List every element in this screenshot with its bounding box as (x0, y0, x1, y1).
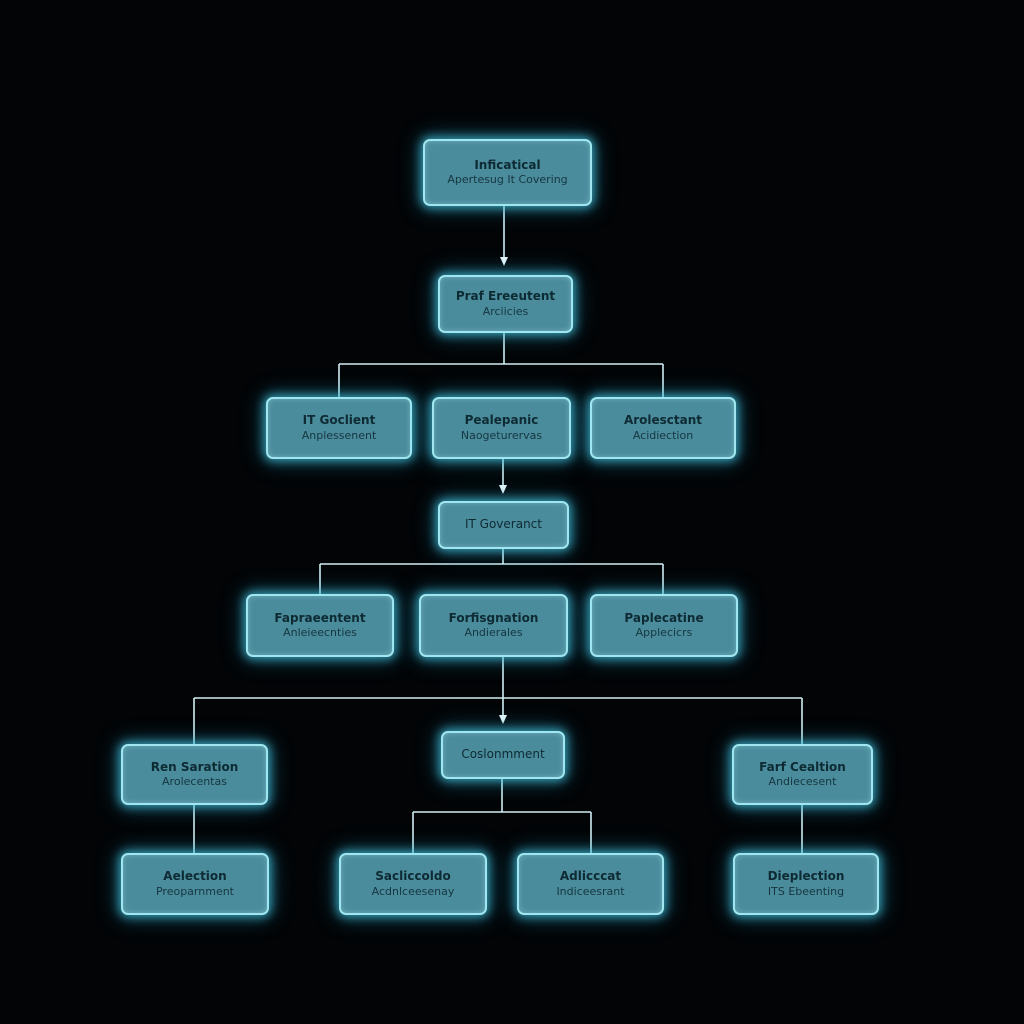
node-l7-2-subtitle: Acdnlceesenay (371, 884, 455, 898)
node-level2-title: Praf Ereeutent (455, 289, 556, 304)
node-l6-right[interactable]: Farf Cealtion Andiecesent (732, 744, 873, 805)
node-l5-mid-subtitle: Andierales (464, 626, 523, 640)
node-l6-left-title: Ren Saration (150, 759, 239, 774)
node-l7-4[interactable]: Dieplection ITS Ebeenting (733, 853, 879, 915)
node-l5-left[interactable]: Fapraeentent Anleieecnties (246, 594, 394, 657)
node-root-subtitle: Apertesug It Covering (447, 173, 568, 187)
node-l5-right-subtitle: Applecicrs (635, 626, 693, 640)
node-l6-left-subtitle: Arolecentas (162, 775, 227, 789)
node-root[interactable]: Inficatical Apertesug It Covering (423, 139, 592, 206)
node-l5-right[interactable]: Paplecatine Applecicrs (590, 594, 738, 657)
node-l7-3[interactable]: Adlicccat Indiceesrant (517, 853, 664, 915)
node-l7-3-subtitle: Indiceesrant (556, 884, 625, 898)
node-l6-left[interactable]: Ren Saration Arolecentas (121, 744, 268, 805)
node-l7-3-title: Adlicccat (559, 869, 622, 884)
node-l5-mid-title: Forfisgnation (448, 610, 539, 625)
node-level2-subtitle: Arciicies (482, 304, 529, 318)
node-l3-right-subtitle: Acidiection (632, 428, 694, 442)
node-level2[interactable]: Praf Ereeutent Arciicies (438, 275, 573, 333)
node-l6-right-subtitle: Andiecesent (768, 775, 837, 789)
node-l5-mid[interactable]: Forfisgnation Andierales (419, 594, 568, 657)
node-l5-left-title: Fapraeentent (274, 610, 366, 625)
node-l7-4-subtitle: ITS Ebeenting (767, 884, 845, 898)
node-root-title: Inficatical (474, 157, 541, 172)
node-l6-mid[interactable]: Coslonmment (441, 731, 565, 779)
node-l5-right-title: Paplecatine (624, 610, 704, 625)
node-l3-right[interactable]: Arolesctant Acidiection (590, 397, 736, 459)
node-l3-left-title: IT Goclient (302, 413, 376, 428)
node-l3-mid-title: Pealepanic (464, 413, 539, 428)
node-governance[interactable]: IT Goveranct (438, 501, 569, 549)
node-l6-right-title: Farf Cealtion (759, 759, 846, 774)
node-l7-4-title: Dieplection (767, 869, 845, 884)
node-l3-mid-subtitle: Naogeturervas (460, 428, 543, 442)
node-l7-2[interactable]: Sacliccoldo Acdnlceesenay (339, 853, 487, 915)
node-l7-1-title: Aelection (163, 869, 227, 884)
node-governance-title: IT Goveranct (464, 517, 542, 532)
node-l3-left[interactable]: IT Goclient Anplessenent (266, 397, 412, 459)
node-l3-left-subtitle: Anplessenent (301, 428, 377, 442)
node-l5-left-subtitle: Anleieecnties (283, 626, 357, 640)
node-l7-1-subtitle: Preoparnment (155, 884, 234, 898)
node-l7-1[interactable]: Aelection Preoparnment (121, 853, 269, 915)
node-l6-mid-title: Coslonmment (461, 747, 545, 762)
node-l7-2-title: Sacliccoldo (375, 869, 451, 884)
node-l3-mid[interactable]: Pealepanic Naogeturervas (432, 397, 571, 459)
node-l3-right-title: Arolesctant (623, 413, 703, 428)
